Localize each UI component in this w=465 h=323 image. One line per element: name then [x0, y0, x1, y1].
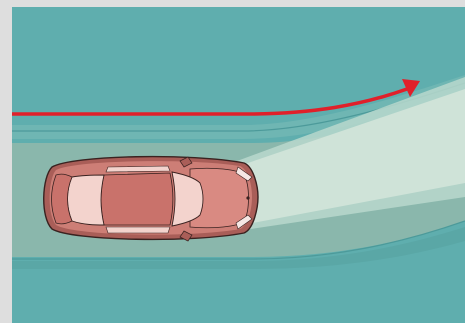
- car-side-window-top: [106, 166, 170, 172]
- road-scene: [12, 7, 465, 323]
- car-side-window-bottom: [106, 227, 170, 233]
- car-roof: [101, 173, 173, 225]
- car-front-emblem: [246, 196, 249, 199]
- car-rear-window: [68, 175, 105, 225]
- road-scene-svg: [12, 7, 465, 323]
- car: [44, 157, 258, 241]
